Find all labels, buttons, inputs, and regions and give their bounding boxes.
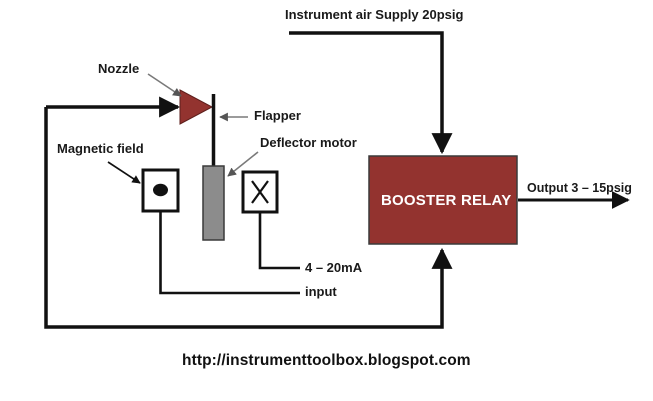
- nozzle-label: Nozzle: [98, 61, 140, 76]
- deflector-motor-label: Deflector motor: [260, 135, 357, 150]
- output-label: Output 3 – 15psig: [527, 181, 632, 195]
- air-supply-label: Instrument air Supply 20psig: [285, 7, 464, 22]
- nozzle-leader-line: [147, 73, 182, 97]
- deflector-motor-body[interactable]: [202, 165, 225, 241]
- current-input-label-line1: 4 – 20mA: [305, 260, 363, 275]
- magnetic-field-leader-line: [107, 161, 141, 184]
- magnetic-field-cross-box[interactable]: [241, 170, 279, 214]
- booster-relay-label: BOOSTER RELAY: [381, 192, 512, 209]
- flapper-label: Flapper: [254, 108, 301, 123]
- air-supply-line: [289, 31, 453, 155]
- field-in-cross-icon: [251, 180, 269, 204]
- footer-url: http://instrumenttoolbox.blogspot.com: [182, 352, 471, 369]
- nozzle-triangle[interactable]: [179, 89, 214, 125]
- field-out-dot-icon: [153, 183, 168, 197]
- current-input-label-line2: input: [305, 284, 337, 299]
- magnetic-field-dot-box[interactable]: [141, 168, 180, 213]
- magnetic-field-wire: [159, 211, 300, 295]
- current-input-wire: [258, 212, 300, 270]
- feedback-loop-line: [44, 107, 453, 329]
- deflector-motor-leader-line: [227, 151, 259, 177]
- magnetic-field-label: Magnetic field: [57, 141, 144, 156]
- booster-relay-box[interactable]: [368, 155, 518, 245]
